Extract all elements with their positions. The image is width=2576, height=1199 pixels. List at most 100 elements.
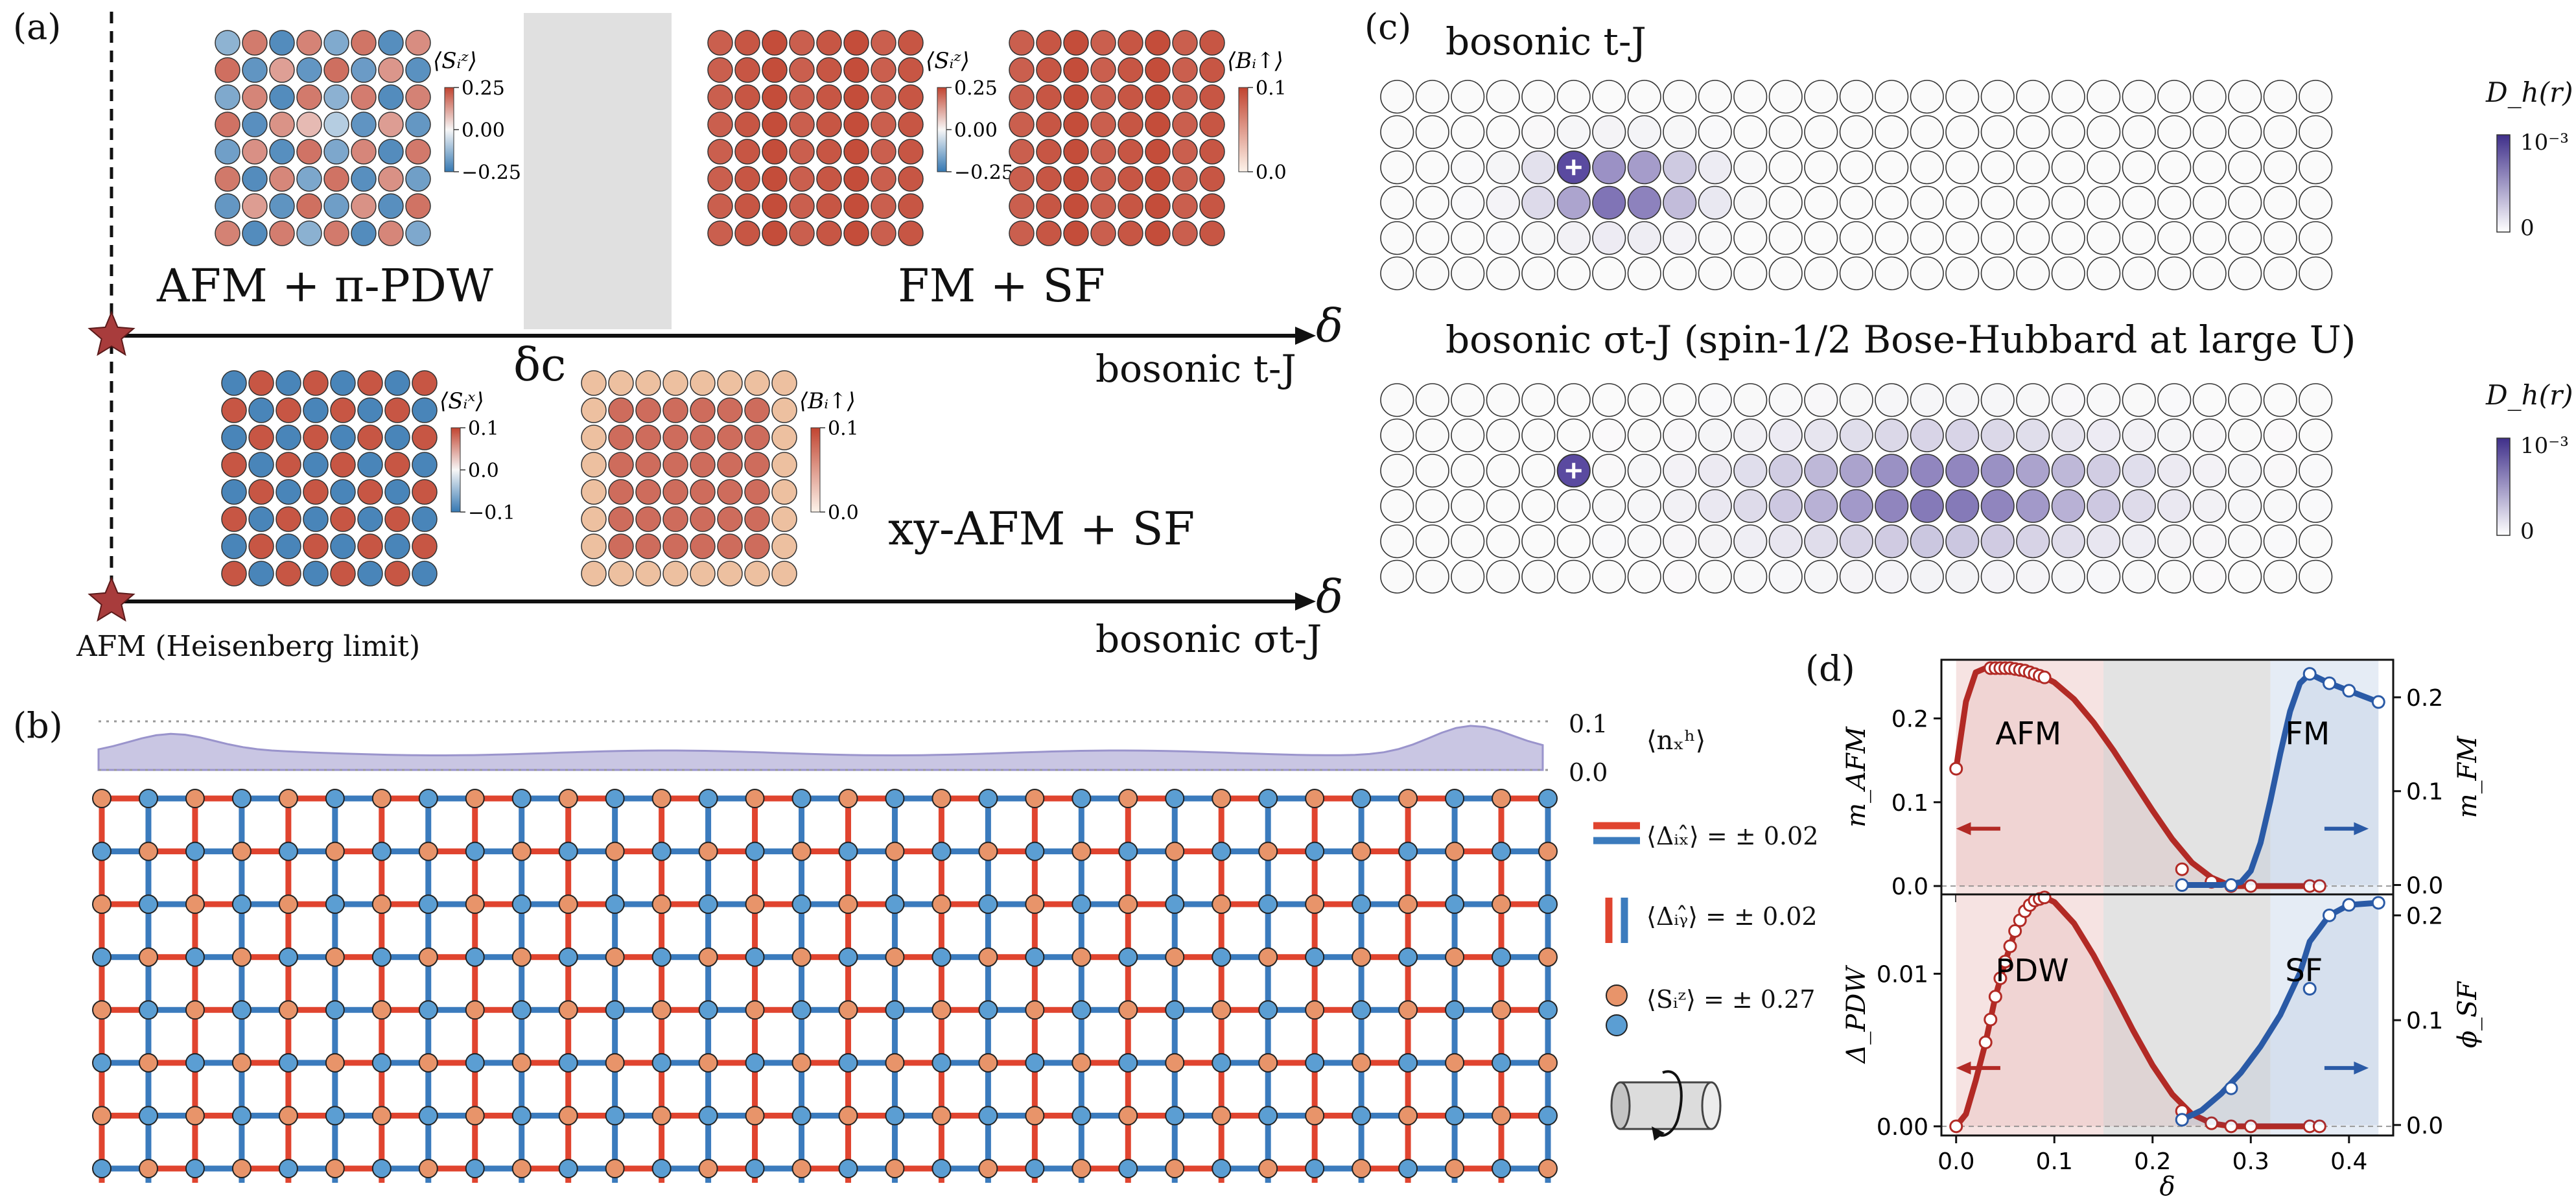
spin-site <box>371 1106 392 1126</box>
map2-site <box>1036 166 1062 192</box>
spin-site <box>1352 789 1372 808</box>
spin-site <box>1212 1106 1232 1126</box>
c-top-site <box>1698 221 1732 255</box>
spin-site <box>698 1159 718 1178</box>
c-top-site <box>1486 80 1520 114</box>
map3-site <box>330 533 356 559</box>
c-bottom-site <box>2192 559 2227 594</box>
c-bottom-site <box>1486 559 1520 594</box>
map0-site <box>323 57 349 83</box>
map1-site <box>871 193 896 219</box>
map3-site <box>412 506 438 532</box>
spin-site <box>371 1159 392 1178</box>
spin-site <box>1118 894 1138 914</box>
map0-site <box>242 57 268 83</box>
c-top-site <box>2157 221 2192 255</box>
c-bottom-site <box>1592 524 1626 559</box>
x-tick-label: 0.1 <box>2036 1148 2073 1175</box>
map4-site <box>581 397 607 423</box>
spin-site <box>1071 1106 1092 1126</box>
spin-site <box>1445 947 1465 967</box>
panel-c <box>1380 80 2511 594</box>
c-bottom-site <box>1945 418 1980 452</box>
c-top-site <box>2157 115 2192 149</box>
map2-colorbar <box>1238 87 1248 172</box>
map3-site <box>330 452 356 478</box>
map0-site <box>269 30 295 56</box>
c-top-site <box>1875 221 1909 255</box>
map2-site <box>1036 193 1062 219</box>
c-top-site <box>2263 256 2297 290</box>
c-top-site <box>1875 185 1909 220</box>
c-bottom-site <box>2087 418 2121 452</box>
spin-site <box>651 1000 672 1020</box>
spin-site <box>418 1159 438 1178</box>
map1-site <box>762 220 788 246</box>
spin-site <box>745 1053 765 1073</box>
c-bottom-site <box>1910 524 1944 559</box>
c-bottom-site <box>2263 559 2297 594</box>
c-bottom-site <box>2051 559 2085 594</box>
c-bottom-site <box>1380 489 1414 523</box>
spin-site <box>371 1000 392 1020</box>
c-top-site <box>1804 115 1838 149</box>
c-top-site <box>1768 150 1803 185</box>
map0-site <box>323 84 349 110</box>
series-1-marker <box>2175 878 2189 892</box>
c-top-site <box>2087 115 2121 149</box>
map1-site <box>871 57 896 83</box>
map2-site <box>1172 220 1198 246</box>
c-bottom-site <box>1627 524 1661 559</box>
spin-site <box>651 1106 672 1126</box>
spin-site <box>931 789 952 808</box>
map1-site <box>898 166 924 192</box>
map4-site <box>635 479 661 505</box>
map1-site <box>843 57 869 83</box>
map3-site <box>303 397 329 423</box>
c-bottom-site <box>1768 418 1803 452</box>
c-bottom-site <box>2051 454 2085 488</box>
map1-site <box>762 57 788 83</box>
cylinder-body <box>1619 1081 1713 1130</box>
c-top-site <box>1804 256 1838 290</box>
c-top-site <box>1875 150 1909 185</box>
c-top-site <box>2016 256 2050 290</box>
series-0-marker <box>1949 1119 1963 1134</box>
map0-site <box>269 111 295 137</box>
c-bottom-site <box>1556 418 1591 452</box>
c-top-site <box>2016 221 2050 255</box>
spin-site <box>558 1000 578 1020</box>
spin-site <box>1258 894 1278 914</box>
map3-site <box>248 452 274 478</box>
spin-site <box>278 789 298 808</box>
c-bottom-site <box>1663 489 1697 523</box>
c-bottom-site <box>1804 524 1838 559</box>
map0-site <box>351 111 377 137</box>
spin-site <box>1352 1159 1372 1178</box>
c-top-site <box>2192 256 2227 290</box>
spin-site <box>231 841 252 861</box>
c-bottom-cb-tick-high: 10⁻³ <box>2520 433 2569 459</box>
spin-site <box>185 789 205 808</box>
map3-site <box>412 561 438 587</box>
map0-site <box>378 57 404 83</box>
y-axis-label: m_AFM <box>1842 726 1871 828</box>
c-top-site <box>1733 221 1768 255</box>
c-bottom-site <box>1627 559 1661 594</box>
c-bottom-site <box>1839 489 1873 523</box>
c-bottom-site <box>2299 454 2333 488</box>
map4-colorbar-title: ⟨Bᵢ↑⟩ <box>799 388 856 414</box>
c-top-site <box>1451 115 1485 149</box>
c-bottom-site <box>2157 418 2192 452</box>
spin-site <box>371 789 392 808</box>
spin-site <box>1118 841 1138 861</box>
spin-site <box>92 789 111 808</box>
map4-site <box>635 533 661 559</box>
map3-site <box>384 561 410 587</box>
c-bottom-site <box>2263 418 2297 452</box>
map0-site <box>269 57 295 83</box>
spin-site <box>651 894 672 914</box>
map0-site <box>323 30 349 56</box>
spin-site <box>1118 1159 1138 1178</box>
spin-site <box>138 894 158 914</box>
